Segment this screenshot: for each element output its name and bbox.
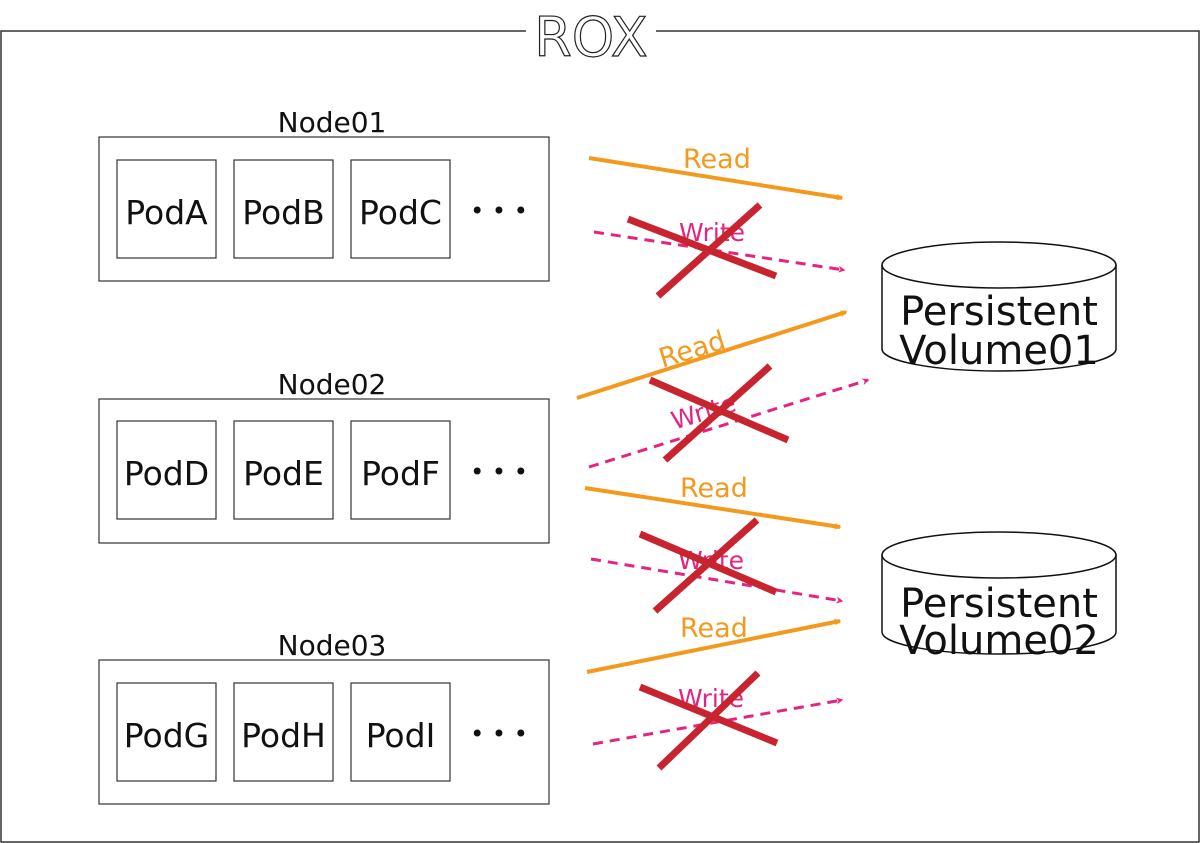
read-arrow [588, 156, 844, 201]
pod-box [116, 420, 217, 520]
diagram-title: ROX [534, 6, 648, 69]
pod-box [350, 420, 451, 520]
cylinder-body [881, 265, 1117, 372]
read-arrow [584, 486, 842, 530]
read-label: Read [683, 144, 751, 175]
read-label: Read [680, 613, 748, 644]
pod-box [116, 682, 217, 782]
denied-cross-icon [626, 202, 778, 299]
volume-label-line1: Persistent [900, 581, 1098, 627]
pod-label: PodG [124, 716, 209, 755]
pod-box [233, 420, 334, 520]
pod-box [350, 682, 451, 782]
pod-label: PodI [366, 716, 436, 755]
write-arrow [588, 378, 870, 469]
node-03-access: Read Write [586, 613, 844, 771]
ellipsis: • • • [470, 720, 528, 748]
read-label: Read [655, 325, 729, 374]
pod-label: PodD [124, 454, 209, 493]
node-02-access-volume-01: Read Write [576, 310, 870, 469]
pod-label: PodA [125, 193, 208, 232]
node-label: Node03 [278, 629, 387, 662]
node-01-access: Read Write [588, 144, 846, 299]
read-label: Read [680, 473, 748, 504]
read-arrow [576, 310, 848, 400]
denied-cross-icon [638, 670, 779, 771]
persistent-volume-01: Persistent Volume01 [881, 241, 1117, 374]
denied-cross-icon [648, 363, 790, 463]
node-label: Node01 [278, 106, 387, 139]
node-box [98, 136, 550, 282]
node-label: Node02 [278, 368, 387, 401]
pod-box [233, 682, 334, 782]
node-box [98, 659, 550, 805]
pod-label: PodH [241, 716, 326, 755]
ellipsis: • • • [470, 197, 528, 225]
ellipsis: • • • [470, 458, 528, 486]
cylinder-top [881, 531, 1117, 579]
pod-label: PodF [361, 454, 440, 493]
node-03: Node03 PodG PodH PodI • • • [98, 629, 550, 805]
volume-label-line2: Volume01 [899, 328, 1099, 374]
read-arrow [586, 618, 842, 674]
node-02: Node02 PodD PodE PodF • • • [98, 368, 550, 544]
volume-label-line1: Persistent [900, 289, 1098, 335]
pod-box [116, 159, 217, 259]
node-01: Node01 PodA PodB PodC • • • [98, 106, 550, 282]
node-box [98, 398, 550, 544]
pod-box [350, 159, 451, 259]
pod-label: PodB [242, 193, 325, 232]
volume-label-line2: Volume02 [899, 618, 1099, 664]
pod-box [233, 159, 334, 259]
cylinder-top [881, 241, 1117, 289]
write-arrow [590, 557, 844, 604]
denied-cross-icon [638, 517, 778, 614]
pod-label: PodC [359, 193, 442, 232]
persistent-volume-02: Persistent Volume02 [881, 531, 1117, 664]
cylinder-body [881, 555, 1117, 655]
pod-label: PodE [243, 454, 324, 493]
node-02-access-volume-02: Read Write [584, 473, 844, 614]
